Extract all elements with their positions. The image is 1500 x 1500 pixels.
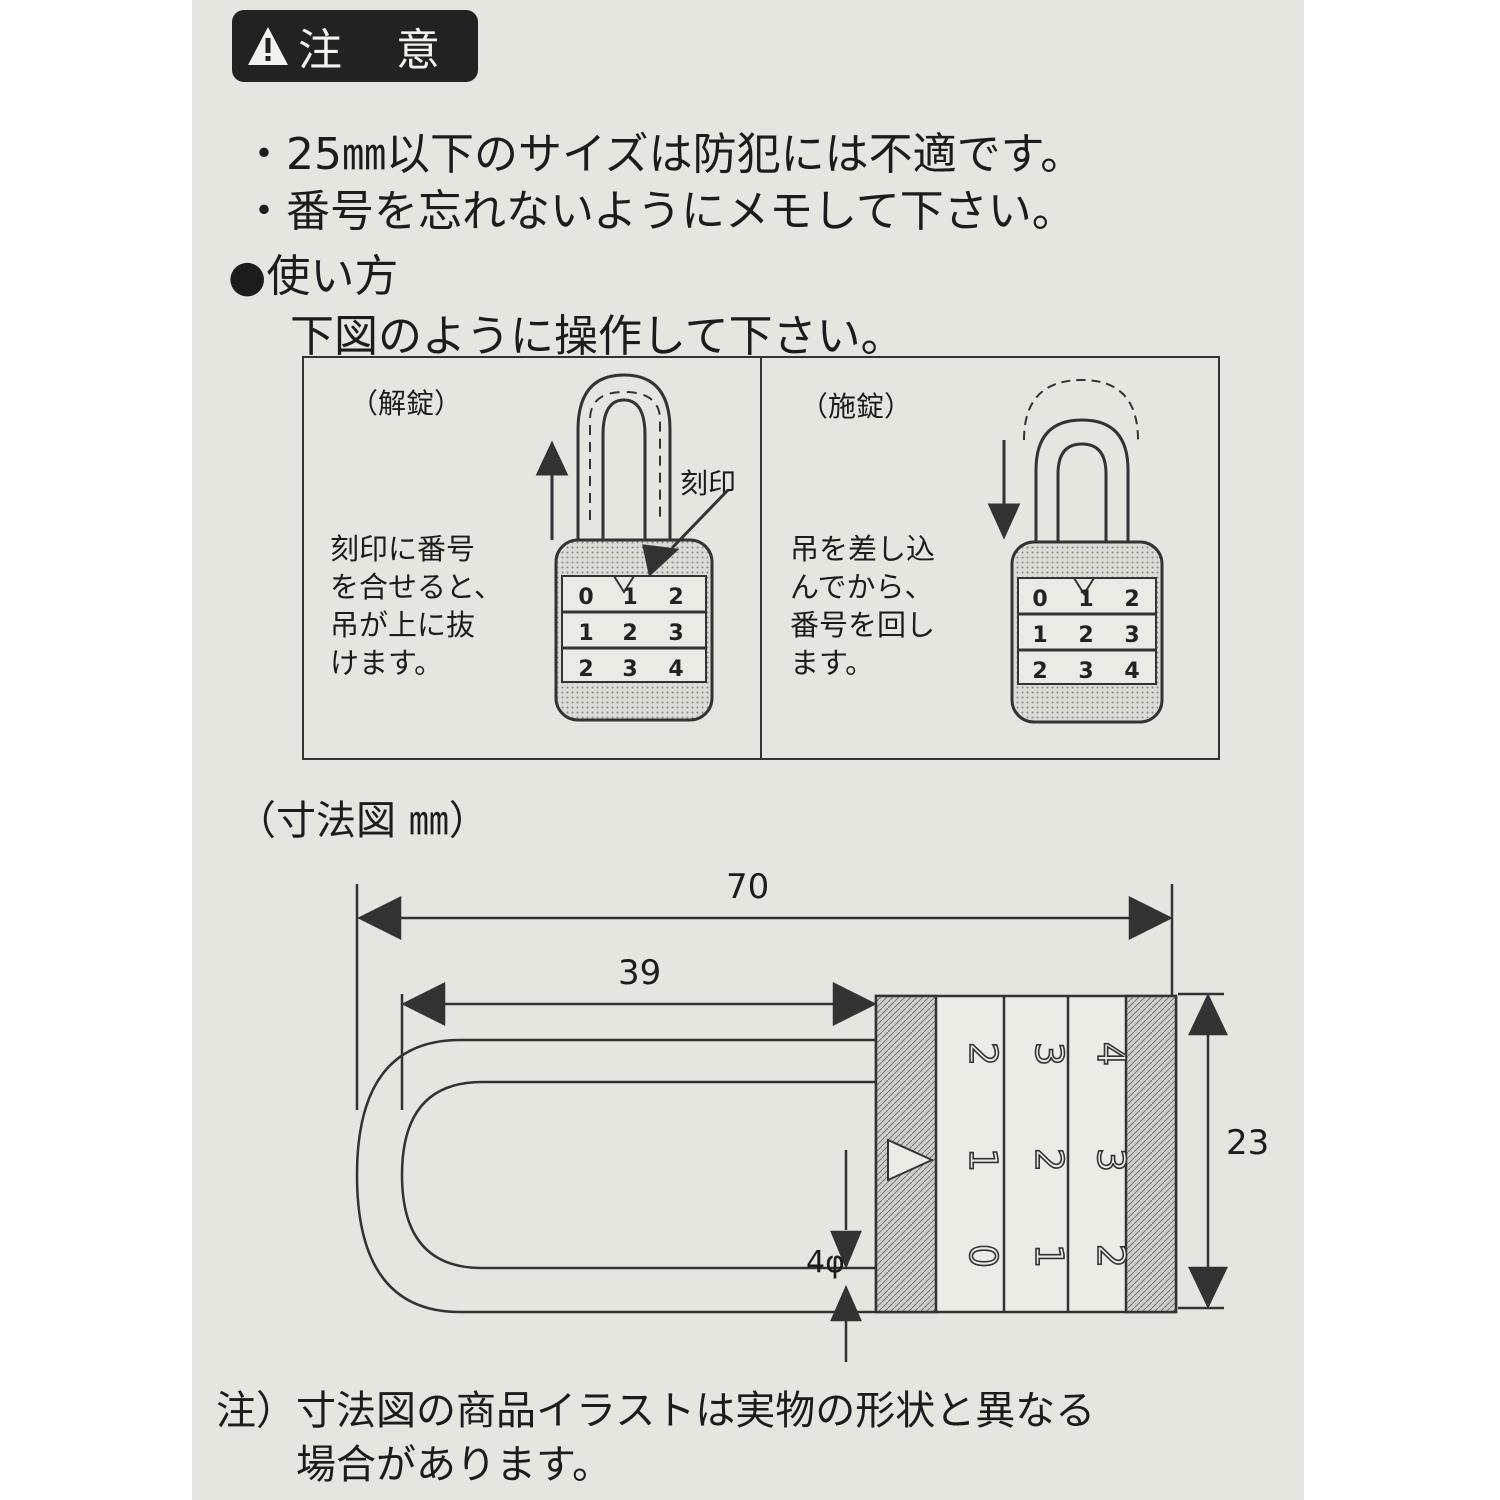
unlock-digit: 2 bbox=[668, 585, 683, 610]
unlock-padlock bbox=[535, 373, 730, 722]
lock-digit: 3 bbox=[1078, 659, 1093, 684]
lock-digit: 4 bbox=[1124, 659, 1139, 684]
unlock-digit: 3 bbox=[622, 657, 637, 682]
lock-digit: 0 bbox=[1032, 587, 1047, 612]
unlock-text: 刻印に番号を合せると、 吊が上に抜けます。 bbox=[330, 532, 503, 680]
usage-subtitle: 下図のように操作して下さい。 bbox=[290, 311, 905, 362]
engraving-label: 刻印 bbox=[680, 467, 737, 500]
unlock-digit: 3 bbox=[668, 621, 683, 646]
dim-digit: 2 bbox=[961, 1042, 1005, 1066]
lock-digit: 2 bbox=[1078, 623, 1093, 648]
lock-digit: 2 bbox=[1032, 659, 1047, 684]
dim-digit: 2 bbox=[1089, 1244, 1133, 1268]
lock-text: 吊を差し込んでから、 番号を回します。 bbox=[790, 532, 936, 680]
unlock-digit: 2 bbox=[622, 621, 637, 646]
caution-badge: 注 意 bbox=[232, 10, 478, 82]
dim-digit: 0 bbox=[961, 1244, 1005, 1268]
unlock-digit: 2 bbox=[578, 657, 593, 682]
lock-panel bbox=[760, 356, 1220, 760]
lock-digit: 1 bbox=[1078, 587, 1093, 612]
dimension-dial-digits: 2 1 0 3 2 1 4 3 2 bbox=[960, 1041, 1134, 1269]
lock-padlock bbox=[987, 378, 1164, 724]
unlock-dial-digits: 0 1 2 1 2 3 2 3 4 bbox=[578, 585, 683, 682]
dim-digit: 3 bbox=[1027, 1042, 1071, 1066]
lock-dial-digits: 0 1 2 1 2 3 2 3 4 bbox=[1032, 587, 1139, 684]
unlock-digit: 4 bbox=[668, 657, 683, 682]
lock-title: （施錠） bbox=[800, 390, 913, 423]
dimension-drawing bbox=[355, 884, 1228, 1362]
dim-digit: 2 bbox=[1027, 1148, 1071, 1172]
usage-title: ●使い方 bbox=[228, 251, 399, 302]
unlock-digit: 1 bbox=[622, 585, 637, 610]
dim-digit: 1 bbox=[961, 1148, 1005, 1172]
unlock-title: （解錠） bbox=[350, 387, 463, 420]
dim-digit: 1 bbox=[1027, 1244, 1071, 1268]
shackle-length: 39 bbox=[618, 953, 662, 993]
overall-length: 70 bbox=[726, 867, 770, 907]
unlock-digit: 1 bbox=[578, 621, 593, 646]
dim-digit: 4 bbox=[1089, 1042, 1133, 1066]
shackle-diameter: 4φ bbox=[806, 1245, 845, 1280]
lock-digit: 1 bbox=[1032, 623, 1047, 648]
dim-digit: 3 bbox=[1089, 1148, 1133, 1172]
note: 注）寸法図の商品イラストは実物の形状と異なる 場合があります。 bbox=[216, 1388, 1096, 1488]
caution-item-2: ・番号を忘れないようにメモして下さい。 bbox=[242, 186, 1076, 237]
warning-icon bbox=[248, 27, 288, 65]
lock-digit: 3 bbox=[1124, 623, 1139, 648]
unlock-digit: 0 bbox=[578, 585, 593, 610]
lock-digit: 2 bbox=[1124, 587, 1139, 612]
body-height: 23 bbox=[1226, 1123, 1270, 1163]
dimension-title: （寸法図 ㎜） bbox=[236, 798, 489, 844]
caution-item-1: ・25㎜以下のサイズは防犯には不適です。 bbox=[242, 129, 1085, 180]
caution-title: 注 意 bbox=[298, 25, 460, 76]
